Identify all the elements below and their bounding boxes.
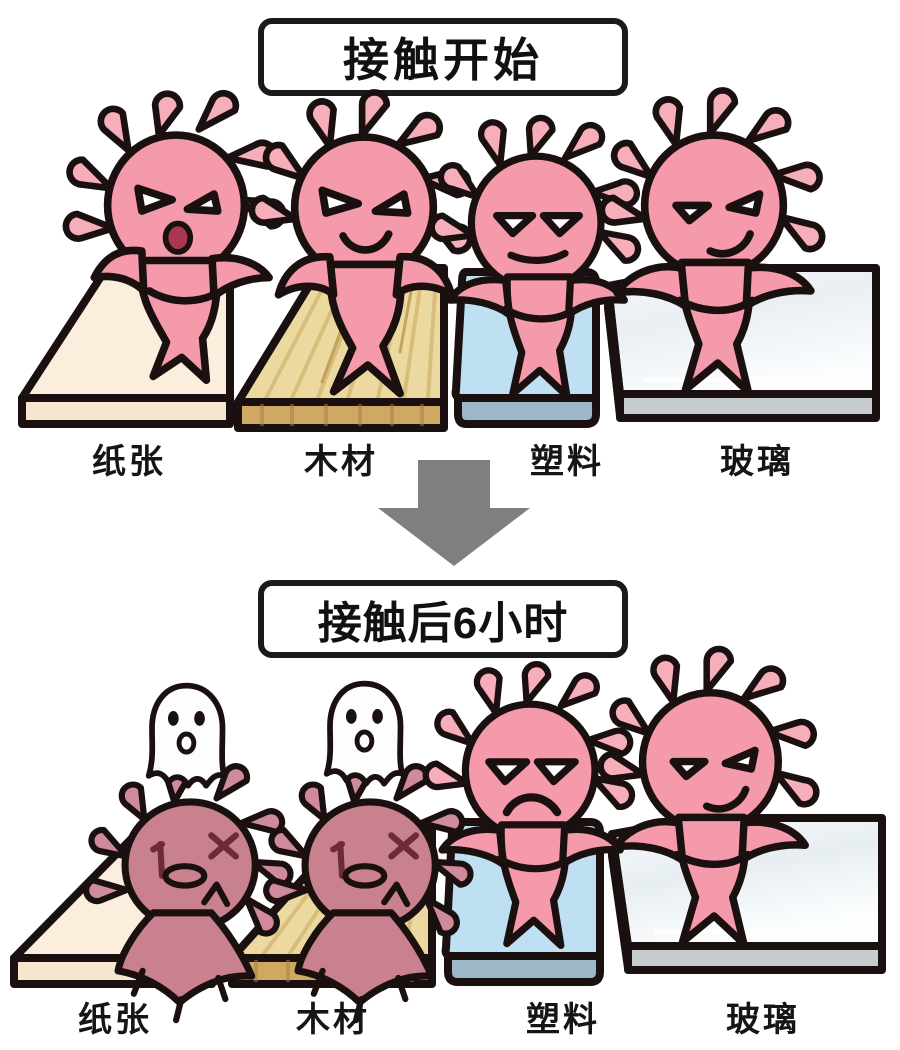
board-paper-after (10, 828, 216, 988)
material-label-paper-after: 纸张 (78, 1001, 152, 1039)
board-wood-before (234, 264, 448, 432)
virus-paper-before (66, 93, 283, 380)
board-wood-after (228, 822, 436, 988)
material-label-wood-before: 木材 (304, 443, 378, 481)
virus-plastic-before (432, 118, 638, 396)
board-plastic-after (441, 818, 604, 986)
virus-wood-after (266, 766, 470, 1020)
virus-paper-after (86, 766, 290, 1020)
material-label-plastic-after: 塑料 (526, 1001, 600, 1039)
board-glass-after (608, 814, 886, 974)
virus-wood-before (252, 92, 470, 393)
material-label-wood-after: 木材 (296, 1001, 370, 1039)
section-title-before: 接触开始 (258, 18, 628, 96)
ghost-wood-after (327, 684, 402, 784)
material-label-glass-after: 玻璃 (726, 1001, 800, 1039)
virus-plastic-after (426, 664, 632, 945)
board-plastic-before (451, 268, 600, 428)
section-title-after: 接触后6小时 (258, 580, 628, 658)
material-label-paper-before: 纸张 (92, 443, 166, 481)
virus-glass-before (602, 90, 822, 391)
virus-glass-after (601, 649, 817, 944)
board-glass-before (604, 264, 880, 422)
ghost-paper-after (149, 686, 224, 786)
board-paper-before (18, 268, 234, 428)
material-label-glass-before: 玻璃 (720, 443, 794, 481)
material-label-plastic-before: 塑料 (530, 443, 604, 481)
